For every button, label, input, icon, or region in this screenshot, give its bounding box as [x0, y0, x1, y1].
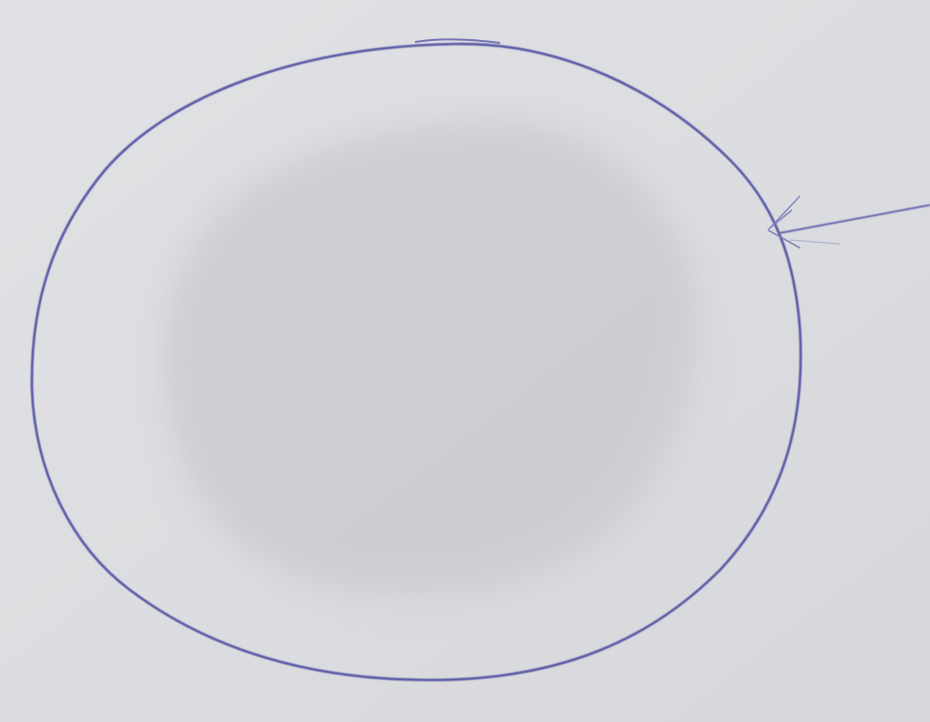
paper-photo: [0, 0, 930, 722]
